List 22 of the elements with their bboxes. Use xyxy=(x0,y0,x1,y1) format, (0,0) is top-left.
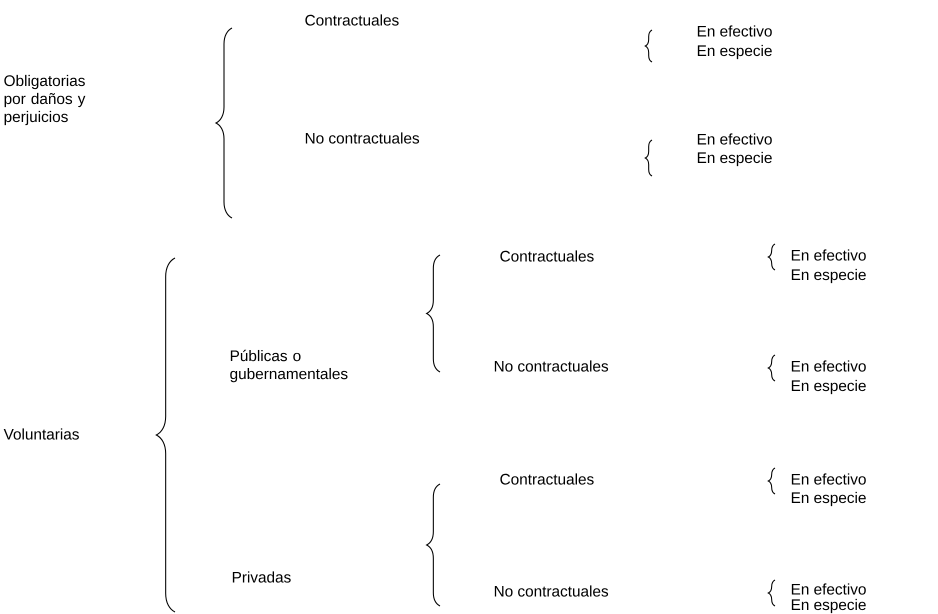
label-text: Obligatorias por daños y perjuicios xyxy=(4,74,86,126)
label-text: En especie xyxy=(792,492,866,506)
label-text: En efectivo xyxy=(698,25,772,37)
label-text: Contractuales xyxy=(500,473,594,485)
label-text: No contractuales xyxy=(494,360,608,372)
label-text: En efectivo xyxy=(792,249,866,261)
label-text: En efectivo xyxy=(792,360,866,372)
label-text: En efectivo xyxy=(792,583,866,595)
label-text: En efectivo xyxy=(698,133,772,145)
label-text: Voluntarias xyxy=(4,428,79,440)
label-text: No contractuales xyxy=(494,585,608,597)
label-text: No contractuales xyxy=(306,132,420,144)
label-text: Contractuales xyxy=(500,250,594,262)
label-text: En especie xyxy=(698,152,772,166)
label-text: En efectivo xyxy=(792,473,866,485)
label-text: Públicas o gubernamentales xyxy=(230,350,348,382)
label-text: En especie xyxy=(792,598,866,614)
label-text: En especie xyxy=(698,44,772,60)
label-text: En especie xyxy=(792,380,866,394)
label-text: Contractuales xyxy=(305,14,399,26)
label-text: En especie xyxy=(792,268,866,284)
label-text: Privadas xyxy=(232,571,291,583)
